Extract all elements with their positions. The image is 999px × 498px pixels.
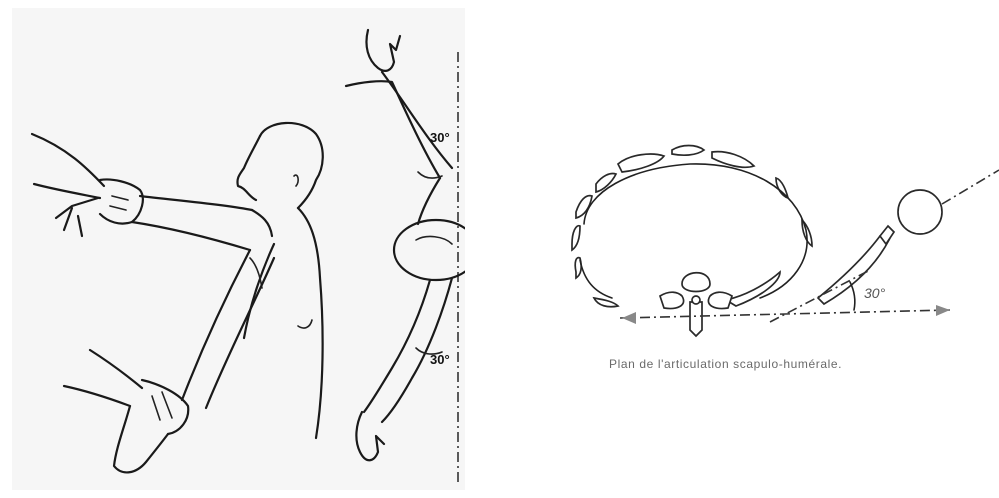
patient-left-arm <box>132 196 252 250</box>
arrow-right <box>936 305 950 316</box>
head-top-view <box>394 220 465 280</box>
vertebra <box>660 273 732 336</box>
angle-label-top: 30° <box>430 130 450 145</box>
arrow-left <box>622 312 636 324</box>
frontal-plane-line <box>620 310 950 318</box>
diagram-caption: Plan de l'articulation scapulo-humérale. <box>609 357 969 371</box>
shoulder-exam-illustration: 30° 30° <box>12 8 465 490</box>
examiner-patient-drawing: 30° 30° <box>12 8 465 490</box>
scapulo-humeral-plane-diagram: 30° <box>540 120 999 420</box>
examiner-lower-hand <box>64 350 188 472</box>
patient-head-torso <box>237 123 322 438</box>
thorax-cross-section: 30° <box>540 120 999 360</box>
scapula-humerus <box>818 170 999 304</box>
top-view-figure: 30° 30° <box>346 30 465 486</box>
angle-label: 30° <box>864 285 886 301</box>
examiner-upper-hand <box>32 134 143 236</box>
humeral-head <box>898 190 942 234</box>
patient-right-arm <box>182 250 274 408</box>
angle-label-bottom: 30° <box>430 352 450 367</box>
